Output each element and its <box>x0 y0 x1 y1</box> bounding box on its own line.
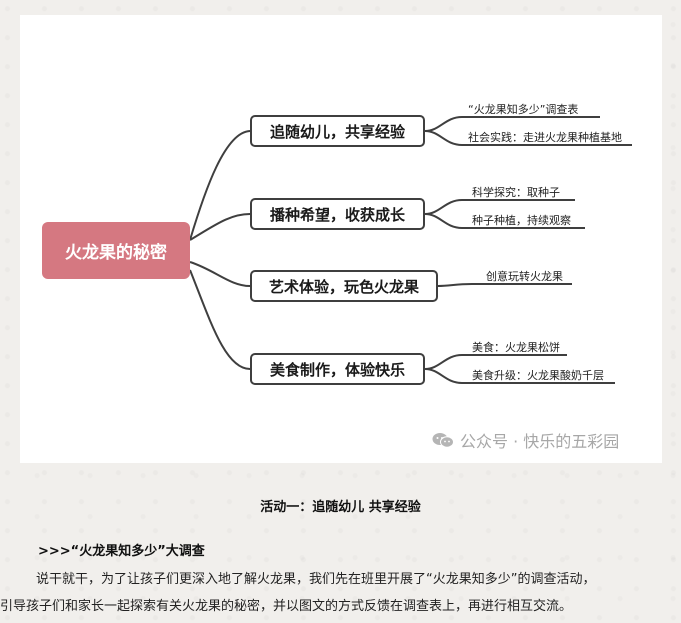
connector-branch-1 <box>189 130 251 241</box>
watermark: 公众号 · 快乐的五彩园 <box>432 428 619 452</box>
mindmap-root-node: 火龙果的秘密 <box>42 222 190 279</box>
leaf-1-1: “火龙果知多少”调查表 <box>468 103 579 116</box>
branch-node-3: 艺术体验，玩色火龙果 <box>250 270 438 302</box>
watermark-text: 公众号 · 快乐的五彩园 <box>460 432 620 451</box>
leaf-2-1: 科学探究：取种子 <box>472 186 560 199</box>
leaf-4-2: 美食升级：火龙果酸奶千层 <box>472 369 604 382</box>
branch-node-1: 追随幼儿，共享经验 <box>250 115 425 147</box>
connector-leaf-3-1 <box>437 283 572 287</box>
section-heading: >>>“火龙果知多少”大调查 <box>38 544 205 559</box>
connector-branch-2 <box>189 213 251 241</box>
branch-node-2: 播种希望，收获成长 <box>250 198 425 230</box>
paragraph-line-2: 引导孩子们和家长一起探索有关火龙果的秘密，并以图文的方式反馈在调查表上，再进行相… <box>0 599 573 614</box>
leaf-3-1: 创意玩转火龙果 <box>486 270 563 283</box>
leaf-4-1: 美食：火龙果松饼 <box>472 341 560 354</box>
wechat-icon <box>432 432 454 448</box>
connector-leaf-2-2 <box>424 213 585 229</box>
leaf-2-2: 种子种植，持续观察 <box>472 214 571 227</box>
connector-leaf-1-2 <box>424 130 632 146</box>
connector-leaf-4-2 <box>424 368 615 384</box>
paragraph-line-1: 说干就干，为了让孩子们更深入地了解火龙果，我们先在班里开展了“火龙果知多少”的调… <box>36 572 596 587</box>
leaf-1-2: 社会实践：走进火龙果种植基地 <box>468 131 622 144</box>
connector-branch-3 <box>189 261 251 287</box>
branch-node-4: 美食制作，体验快乐 <box>250 353 425 385</box>
activity-caption: 活动一：追随幼儿 共享经验 <box>260 500 421 515</box>
connector-branch-4 <box>189 269 251 370</box>
